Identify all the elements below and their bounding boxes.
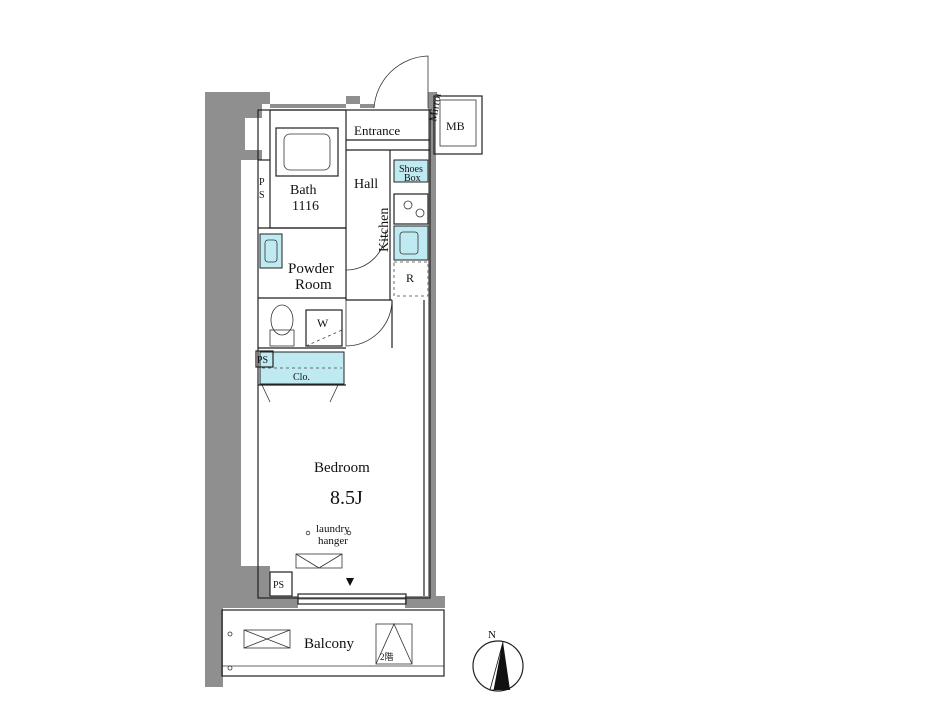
label-box: Box bbox=[404, 173, 421, 184]
label-bedroom: Bedroom bbox=[314, 460, 370, 476]
refrigerator-space bbox=[393, 261, 429, 297]
washbasin bbox=[259, 233, 283, 269]
balcony bbox=[221, 609, 445, 677]
label-laundry: laundry bbox=[316, 523, 350, 535]
ps-mid-shaft bbox=[255, 350, 274, 368]
label-refrigerator: R bbox=[406, 271, 414, 285]
shoes-box bbox=[393, 159, 429, 183]
label-ps-top-2: S bbox=[259, 190, 265, 201]
washer-space bbox=[305, 309, 343, 347]
toilet bbox=[269, 304, 295, 347]
exterior-walls bbox=[205, 92, 445, 687]
bathtub bbox=[275, 127, 339, 177]
label-mb: MB bbox=[446, 119, 465, 133]
closet-doors bbox=[261, 384, 339, 403]
compass-north-label: N bbox=[488, 629, 496, 641]
washbasin-bowl bbox=[264, 239, 278, 263]
label-ps-mid: PS bbox=[257, 355, 268, 366]
label-closet: Clo. bbox=[293, 372, 310, 383]
label-kitchen: Kitchen bbox=[377, 208, 392, 252]
label-mirror: Mirror bbox=[427, 91, 444, 122]
interior-lines bbox=[257, 95, 483, 599]
label-bedroom-size: 8.5J bbox=[330, 487, 363, 509]
washer-drain bbox=[305, 329, 343, 347]
kitchen-sink bbox=[393, 225, 429, 261]
label-room: Room bbox=[295, 277, 332, 293]
bedroom-window bbox=[297, 593, 407, 605]
bedroom-door bbox=[345, 299, 393, 347]
entrance-door bbox=[373, 55, 429, 109]
window-marker bbox=[346, 578, 354, 586]
powder-door bbox=[345, 229, 387, 271]
label-washer: W bbox=[317, 316, 329, 330]
label-entrance: Entrance bbox=[354, 123, 400, 138]
label-powder: Powder bbox=[288, 261, 334, 277]
label-ps-top-1: P bbox=[259, 177, 265, 188]
label-balcony: Balcony bbox=[304, 636, 354, 652]
label-floor-mark: 2階 bbox=[380, 652, 394, 662]
laundry-hanger bbox=[295, 553, 343, 569]
compass bbox=[472, 640, 524, 692]
label-bath: Bath bbox=[290, 183, 316, 198]
label-ps-bottom: PS bbox=[273, 580, 284, 591]
label-bath-size: 1116 bbox=[292, 199, 319, 214]
label-shoes: Shoes bbox=[399, 164, 423, 175]
ps-bottom-shaft bbox=[269, 571, 293, 597]
label-hanger: hanger bbox=[318, 535, 348, 547]
stove bbox=[393, 193, 429, 225]
label-hall: Hall bbox=[354, 177, 378, 192]
